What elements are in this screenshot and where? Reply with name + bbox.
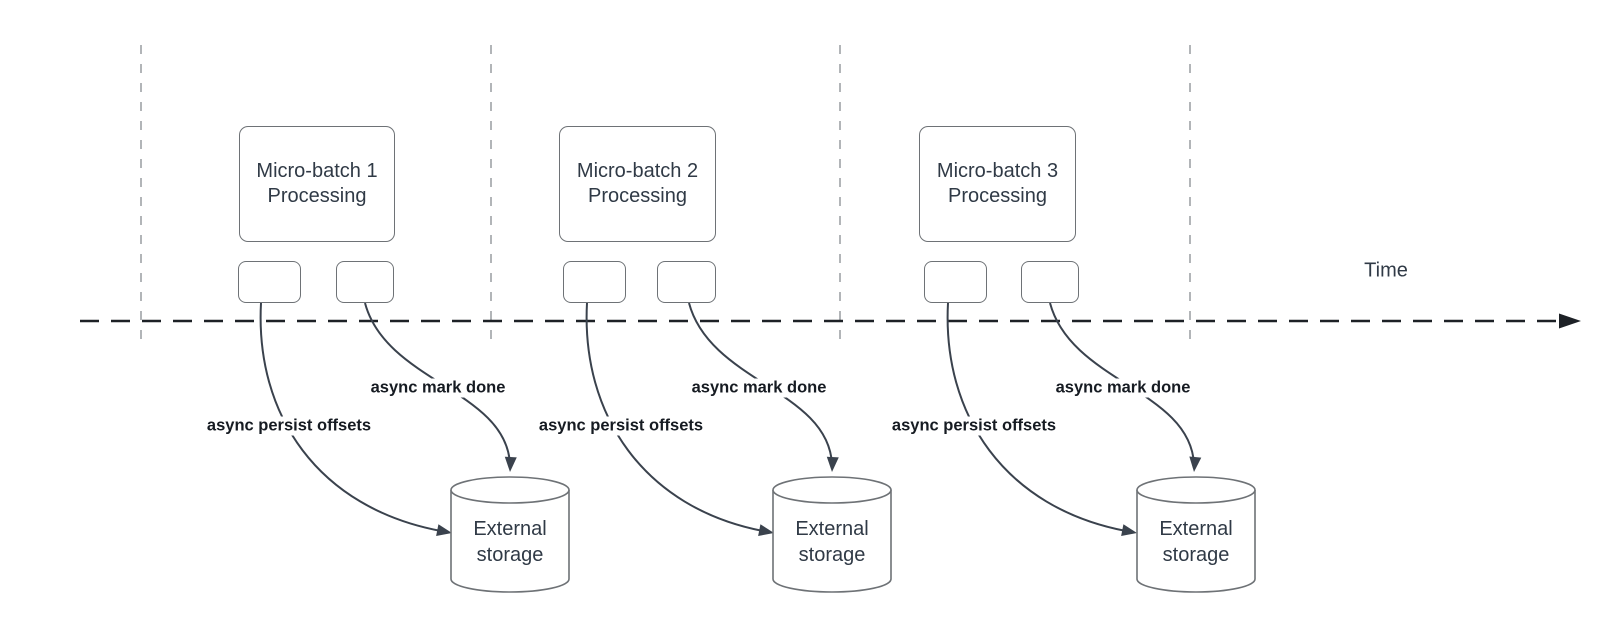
- persist-offsets-label-3: async persist offsets: [888, 416, 1060, 436]
- task-box-mark-done-2: [657, 261, 716, 303]
- external-storage-label-3-line1: External: [1159, 518, 1233, 540]
- micro-batch-1-title-line2: Processing: [267, 185, 367, 207]
- micro-batch-1-box: Micro-batch 1 Processing: [239, 126, 395, 242]
- external-storage-label-2-line1: External: [795, 518, 869, 540]
- time-label: Time: [1364, 259, 1408, 282]
- persist-offsets-arrowhead-1: [436, 524, 452, 537]
- persist-offsets-arrow-1: [259, 302, 442, 532]
- persist-offsets-arrow-2: [585, 302, 764, 532]
- mark-done-label-1: async mark done: [367, 378, 509, 398]
- external-storage-cylinder-3: [1136, 476, 1256, 593]
- persist-offsets-arrow-3: [946, 302, 1127, 532]
- mark-done-arrowhead-2: [826, 456, 839, 472]
- cylinder-top-3: [1136, 476, 1256, 504]
- mark-done-arrowhead-1: [504, 456, 517, 472]
- mark-done-label-3: async mark done: [1052, 378, 1194, 398]
- external-storage-label-1-line1: External: [473, 518, 547, 540]
- cylinder-body-3: [1136, 490, 1256, 593]
- cylinder-top-1: [450, 476, 570, 504]
- cylinder-body-1: [450, 490, 570, 593]
- micro-batch-3-title-line2: Processing: [948, 185, 1047, 207]
- external-storage-cylinder-2: [772, 476, 892, 593]
- task-box-persist-offsets-1: [238, 261, 301, 303]
- time-axis-arrowhead: [1559, 313, 1581, 329]
- micro-batch-2-box: Micro-batch 2 Processing: [559, 126, 716, 242]
- task-box-persist-offsets-3: [924, 261, 987, 303]
- persist-offsets-label-1: async persist offsets: [203, 416, 375, 436]
- external-storage-label-3-line2: storage: [1162, 544, 1230, 566]
- cylinder-body-2: [772, 490, 892, 593]
- persist-offsets-arrowhead-3: [1121, 524, 1137, 537]
- task-box-mark-done-3: [1021, 261, 1079, 303]
- task-box-mark-done-1: [336, 261, 394, 303]
- cylinder-top-2: [772, 476, 892, 504]
- external-storage-label-1: External storage: [451, 516, 569, 568]
- persist-offsets-label-2: async persist offsets: [535, 416, 707, 436]
- external-storage-label-1-line2: storage: [476, 544, 544, 566]
- micro-batch-3-title-line1: Micro-batch 3: [936, 160, 1059, 182]
- external-storage-label-2-line2: storage: [798, 544, 866, 566]
- external-storage-cylinder-1: [450, 476, 570, 593]
- external-storage-label-3: External storage: [1137, 516, 1255, 568]
- mark-done-label-2: async mark done: [688, 378, 830, 398]
- micro-batch-2-title-line1: Micro-batch 2: [576, 160, 699, 182]
- micro-batch-1-title-line1: Micro-batch 1: [256, 160, 378, 182]
- persist-offsets-arrowhead-2: [758, 524, 774, 537]
- external-storage-label-2: External storage: [773, 516, 891, 568]
- micro-batch-3-box: Micro-batch 3 Processing: [919, 126, 1076, 242]
- micro-batch-2-title-line2: Processing: [588, 185, 687, 207]
- task-box-persist-offsets-2: [563, 261, 626, 303]
- mark-done-arrowhead-3: [1189, 456, 1202, 472]
